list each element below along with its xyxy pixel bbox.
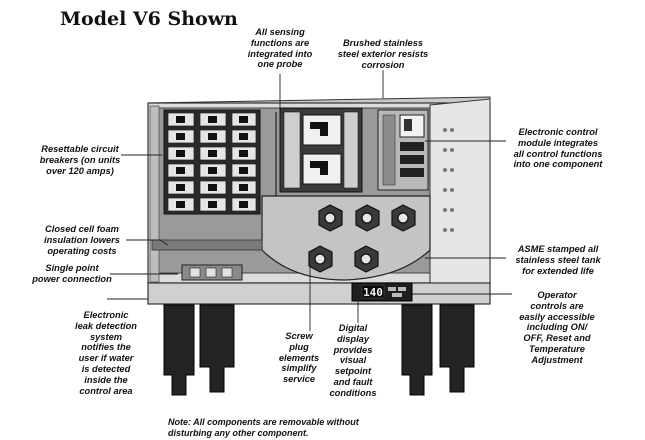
circuit-breaker-bank	[163, 109, 261, 215]
display-button	[392, 293, 402, 297]
contactor-block	[279, 107, 363, 193]
footer-note: Note: All components are removable witho…	[168, 417, 359, 438]
callout-control-module: Electronic control module integrates all…	[513, 127, 603, 170]
door-edge	[149, 105, 160, 283]
callout-foam: Closed cell foam insulation lowers opera…	[44, 224, 120, 256]
display-readout: 140	[363, 286, 383, 299]
cabinet-base	[147, 282, 491, 305]
callout-leak: Electronic leak detection system notifie…	[74, 310, 137, 396]
legs	[163, 304, 475, 396]
side-louvers	[443, 128, 454, 232]
power-connection	[181, 264, 243, 281]
page-title: Model V6 Shown	[60, 8, 238, 30]
callout-display: Digital display provides visual setpoint…	[329, 323, 377, 398]
tank-flange	[261, 195, 431, 281]
callout-screw: Screw plug elements simplify service	[278, 331, 320, 385]
callout-asme: ASME stamped all stainless steel tank fo…	[515, 244, 601, 276]
callout-brushed: Brushed stainless steel exterior resists…	[337, 38, 429, 70]
screw-plug-elements	[308, 204, 416, 273]
display-screen	[361, 284, 385, 299]
callout-breakers: Resettable circuit breakers (on units ov…	[39, 144, 121, 176]
foam-insulation	[151, 239, 263, 251]
display-button	[398, 287, 406, 291]
side-panel	[429, 98, 491, 284]
control-module	[377, 109, 429, 191]
callout-single-point: Single point power connection	[32, 263, 112, 284]
display-button	[388, 287, 396, 291]
callout-sensing: All sensing functions are integrated int…	[247, 27, 313, 70]
callout-lines	[107, 70, 512, 331]
callout-operator: Operator controls are easily accessible …	[519, 290, 595, 365]
